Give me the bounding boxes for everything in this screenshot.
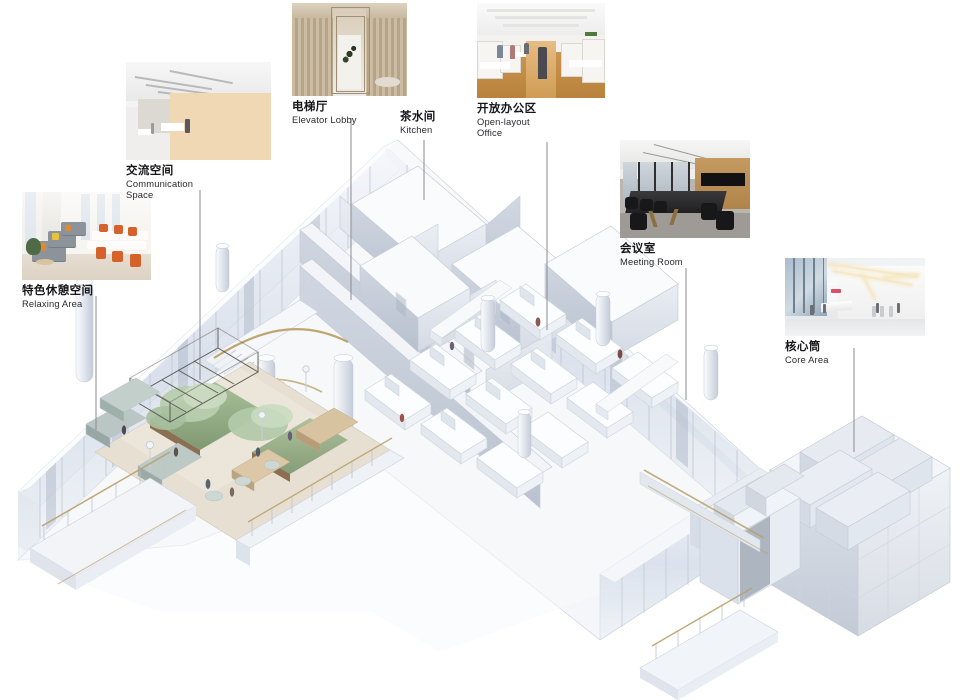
core-area-en: Core Area <box>785 353 829 365</box>
relaxing-area-en: Relaxing Area <box>22 297 83 309</box>
terrace-balustrade <box>235 437 405 566</box>
relaxing-area-zh: 特色休憩空间 <box>22 283 94 297</box>
elevator-lobby-zh: 电梯厅 <box>292 99 328 113</box>
access-bridge-right <box>639 587 779 700</box>
connector-beam <box>639 469 769 555</box>
figure-group <box>399 317 623 423</box>
relaxing-area-photo <box>22 192 151 280</box>
meeting-room-zh: 会议室 <box>620 241 656 255</box>
kitchen-en: Kitchen <box>400 123 433 135</box>
workstation-grid <box>364 279 679 499</box>
open-layout-office-zh: 开放办公区 <box>477 101 537 115</box>
communication-space-en-2: Space <box>126 189 154 201</box>
communication-space-photo <box>126 62 271 160</box>
communication-space-caption: 交流空间 Communication Space <box>126 163 194 201</box>
open-layout-office-caption: 开放办公区 Open-layout Office <box>477 101 537 139</box>
meeting-room-photo <box>620 140 750 238</box>
core-area-zh: 核心筒 <box>785 339 821 353</box>
core-area-photo <box>785 258 925 336</box>
communication-space-en-1: Communication <box>126 177 194 189</box>
open-layout-office-photo <box>477 3 605 98</box>
meeting-room-caption: 会议室 Meeting Room <box>620 241 683 267</box>
core-area-caption: 核心筒 Core Area <box>785 339 829 365</box>
meeting-room-en: Meeting Room <box>620 255 683 267</box>
core-block <box>699 415 951 637</box>
kitchen-zh: 茶水间 <box>400 109 436 123</box>
elevator-lobby-caption: 电梯厅 Elevator Lobby <box>292 99 357 125</box>
elevator-lobby-en: Elevator Lobby <box>292 113 357 125</box>
elevator-lobby-photo <box>292 3 407 96</box>
callout-kitchen[interactable]: 茶水间 Kitchen <box>400 109 436 135</box>
access-bridge-left <box>29 451 197 590</box>
kitchen-caption: 茶水间 Kitchen <box>400 109 436 135</box>
communication-space-zh: 交流空间 <box>126 163 174 177</box>
open-layout-office-en-2: Office <box>477 127 503 139</box>
relaxing-area-caption: 特色休憩空间 Relaxing Area <box>22 283 94 309</box>
leader-lines <box>95 118 855 452</box>
open-layout-office-en-1: Open-layout <box>477 115 530 127</box>
